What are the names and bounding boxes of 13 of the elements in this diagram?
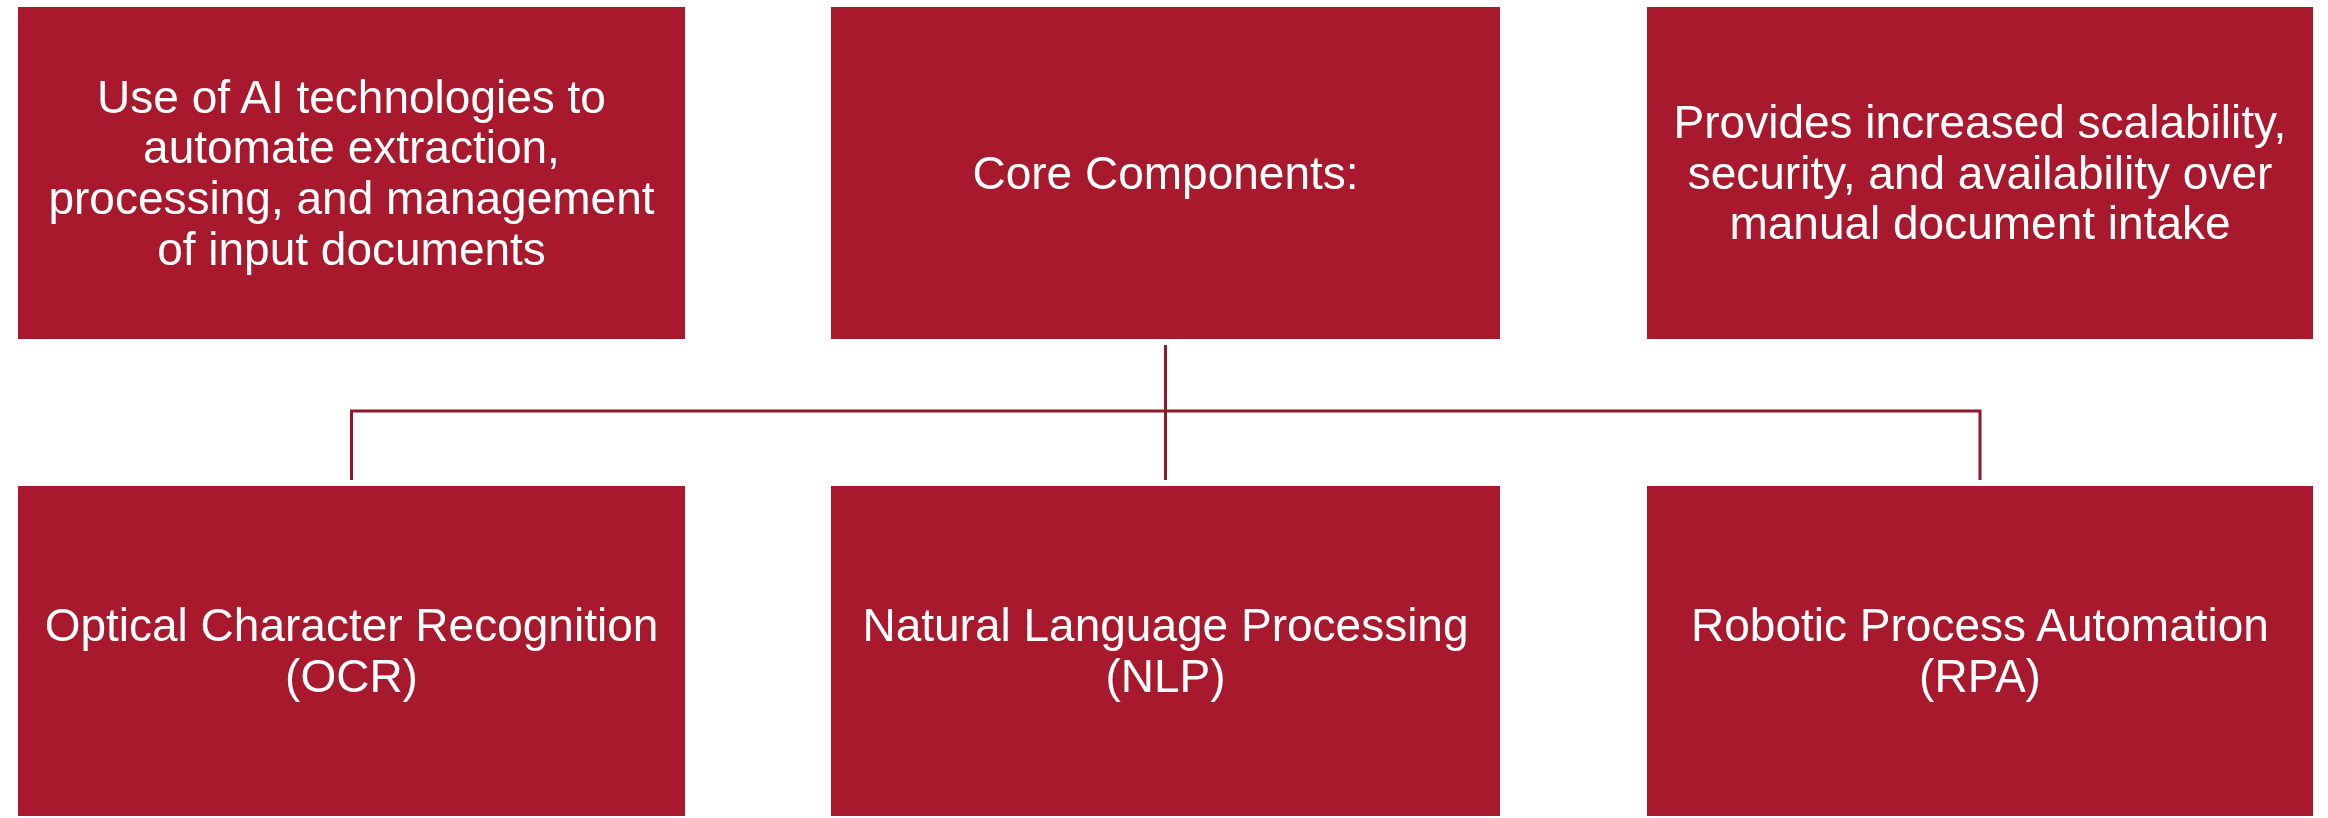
box-label: Natural Language Processing (NLP) <box>861 600 1470 702</box>
process-box <box>1647 7 2313 339</box>
connector-line <box>1164 345 1982 480</box>
box-label: Optical Character Recognition (OCR) <box>43 600 660 702</box>
box-label: Core Components: <box>972 147 1359 199</box>
process-box <box>18 7 685 339</box>
process-box <box>18 486 685 816</box>
box-label: Robotic Process Automation (RPA) <box>1690 600 2270 702</box>
process-box <box>831 486 1500 816</box>
process-box <box>831 7 1500 339</box>
box-label: Provides increased scalability, security, and availability over manual document intake <box>1672 97 2288 249</box>
box-label: Use of AI technologies to automate extraction, processing, and management of input documents <box>47 71 656 275</box>
process-box <box>1647 486 2313 816</box>
